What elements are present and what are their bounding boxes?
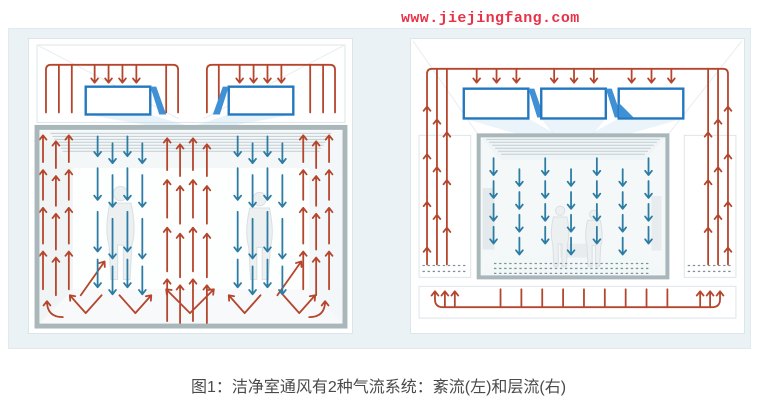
- air-handler-unit: [462, 87, 545, 120]
- shaft-floor-dots: [422, 264, 733, 273]
- ceiling-filter-lines: [50, 132, 332, 152]
- figure-caption: 图1：洁净室通风有2种气流系统：紊流(左)和层流(右): [190, 379, 567, 396]
- operator-silhouette: [550, 205, 570, 267]
- air-handler-unit: [212, 85, 295, 116]
- return-air-arrows: [38, 134, 334, 328]
- laminar-flow-diagram: [410, 38, 745, 334]
- laminar-downflow-arrows: [489, 157, 653, 256]
- turbulent-flow-diagram: [28, 38, 353, 334]
- circulation-pipes: [422, 67, 733, 266]
- air-handler-unit: [84, 85, 167, 116]
- watermark-url: www.jiejingfang.com: [401, 10, 580, 27]
- plenum-supply-pipes: [45, 63, 336, 114]
- ceiling-filter-lines: [486, 138, 660, 155]
- underfloor-plenum-arrows: [430, 288, 725, 309]
- supply-downflow-arrows: [93, 135, 287, 296]
- perforated-floor-dots: [493, 262, 653, 275]
- air-handler-unit: [540, 87, 622, 120]
- air-handler-unit: [617, 87, 685, 120]
